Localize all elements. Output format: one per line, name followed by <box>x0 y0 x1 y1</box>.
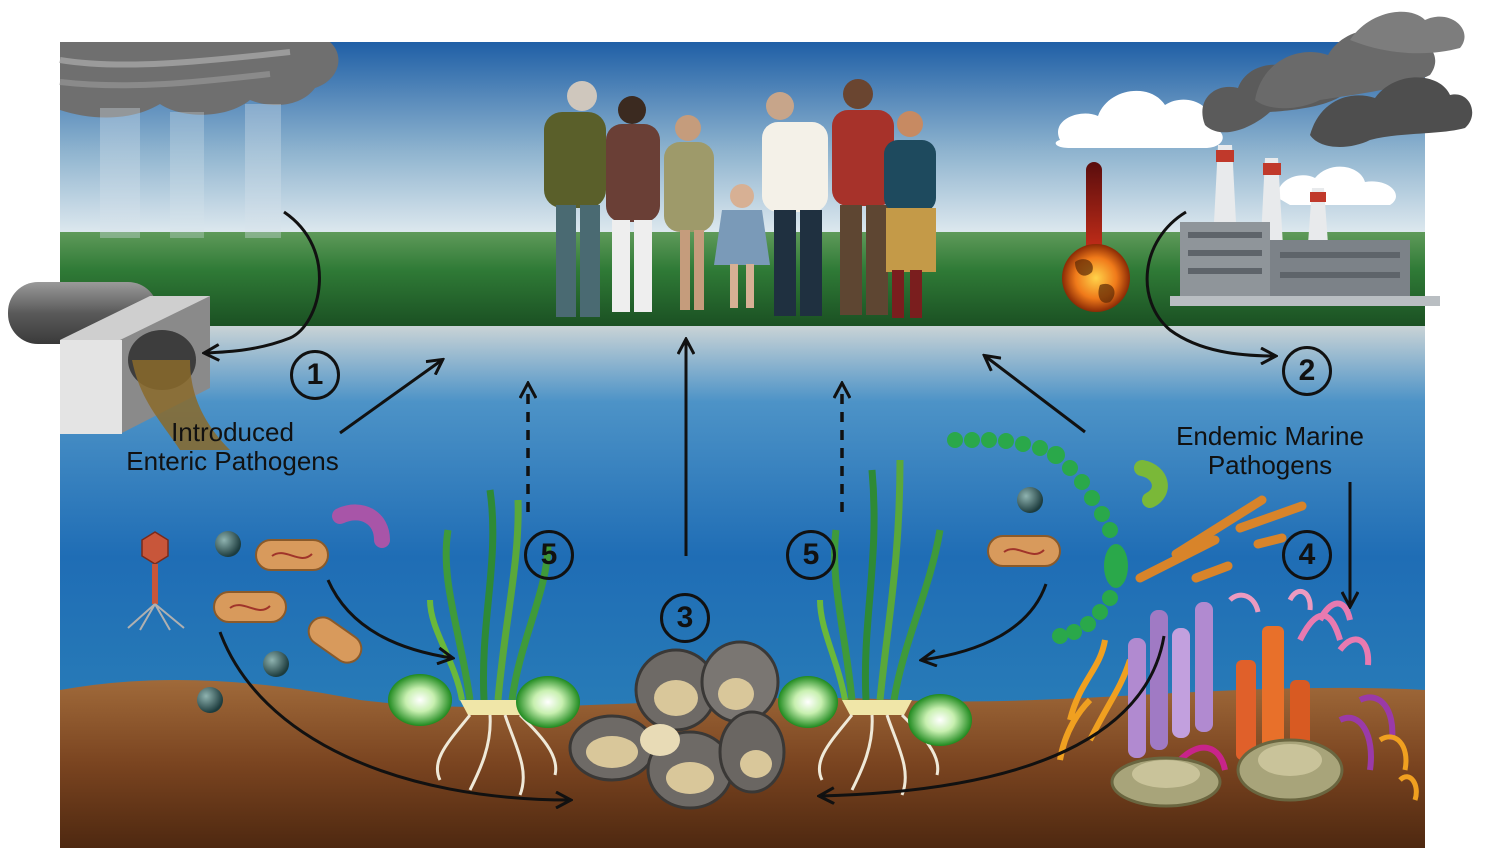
macroalgae-icon <box>516 676 580 728</box>
marker-5-right: 5 <box>786 530 836 580</box>
marker-1: 1 <box>290 350 340 400</box>
smoke-icon <box>1202 12 1472 147</box>
sphere-cell-icon <box>1017 487 1043 513</box>
introduced-line-1: Introduced <box>90 418 375 447</box>
sphere-cell-icon <box>197 687 223 713</box>
introduced-pathogens-label: Introduced Enteric Pathogens <box>90 418 375 476</box>
marker-4: 4 <box>1282 530 1332 580</box>
marker-5-left: 5 <box>524 530 574 580</box>
marker-3: 3 <box>660 593 710 643</box>
endemic-line-2: Pathogens <box>1130 451 1410 480</box>
sphere-cell-icon <box>215 531 241 557</box>
introduced-line-2: Enteric Pathogens <box>90 447 375 476</box>
endemic-pathogens-label: Endemic Marine Pathogens <box>1130 422 1410 480</box>
burning-earth-icon <box>1062 244 1130 312</box>
sphere-cell-icon <box>263 651 289 677</box>
macroalgae-icon <box>388 674 452 726</box>
marker-2: 2 <box>1282 346 1332 396</box>
macroalgae-icon <box>778 676 838 728</box>
macroalgae-icon <box>908 694 972 746</box>
rod-bacterium-icon <box>988 536 1060 566</box>
endemic-line-1: Endemic Marine <box>1130 422 1410 451</box>
rod-bacterium-icon <box>214 592 286 622</box>
rod-bacterium-icon <box>256 540 328 570</box>
